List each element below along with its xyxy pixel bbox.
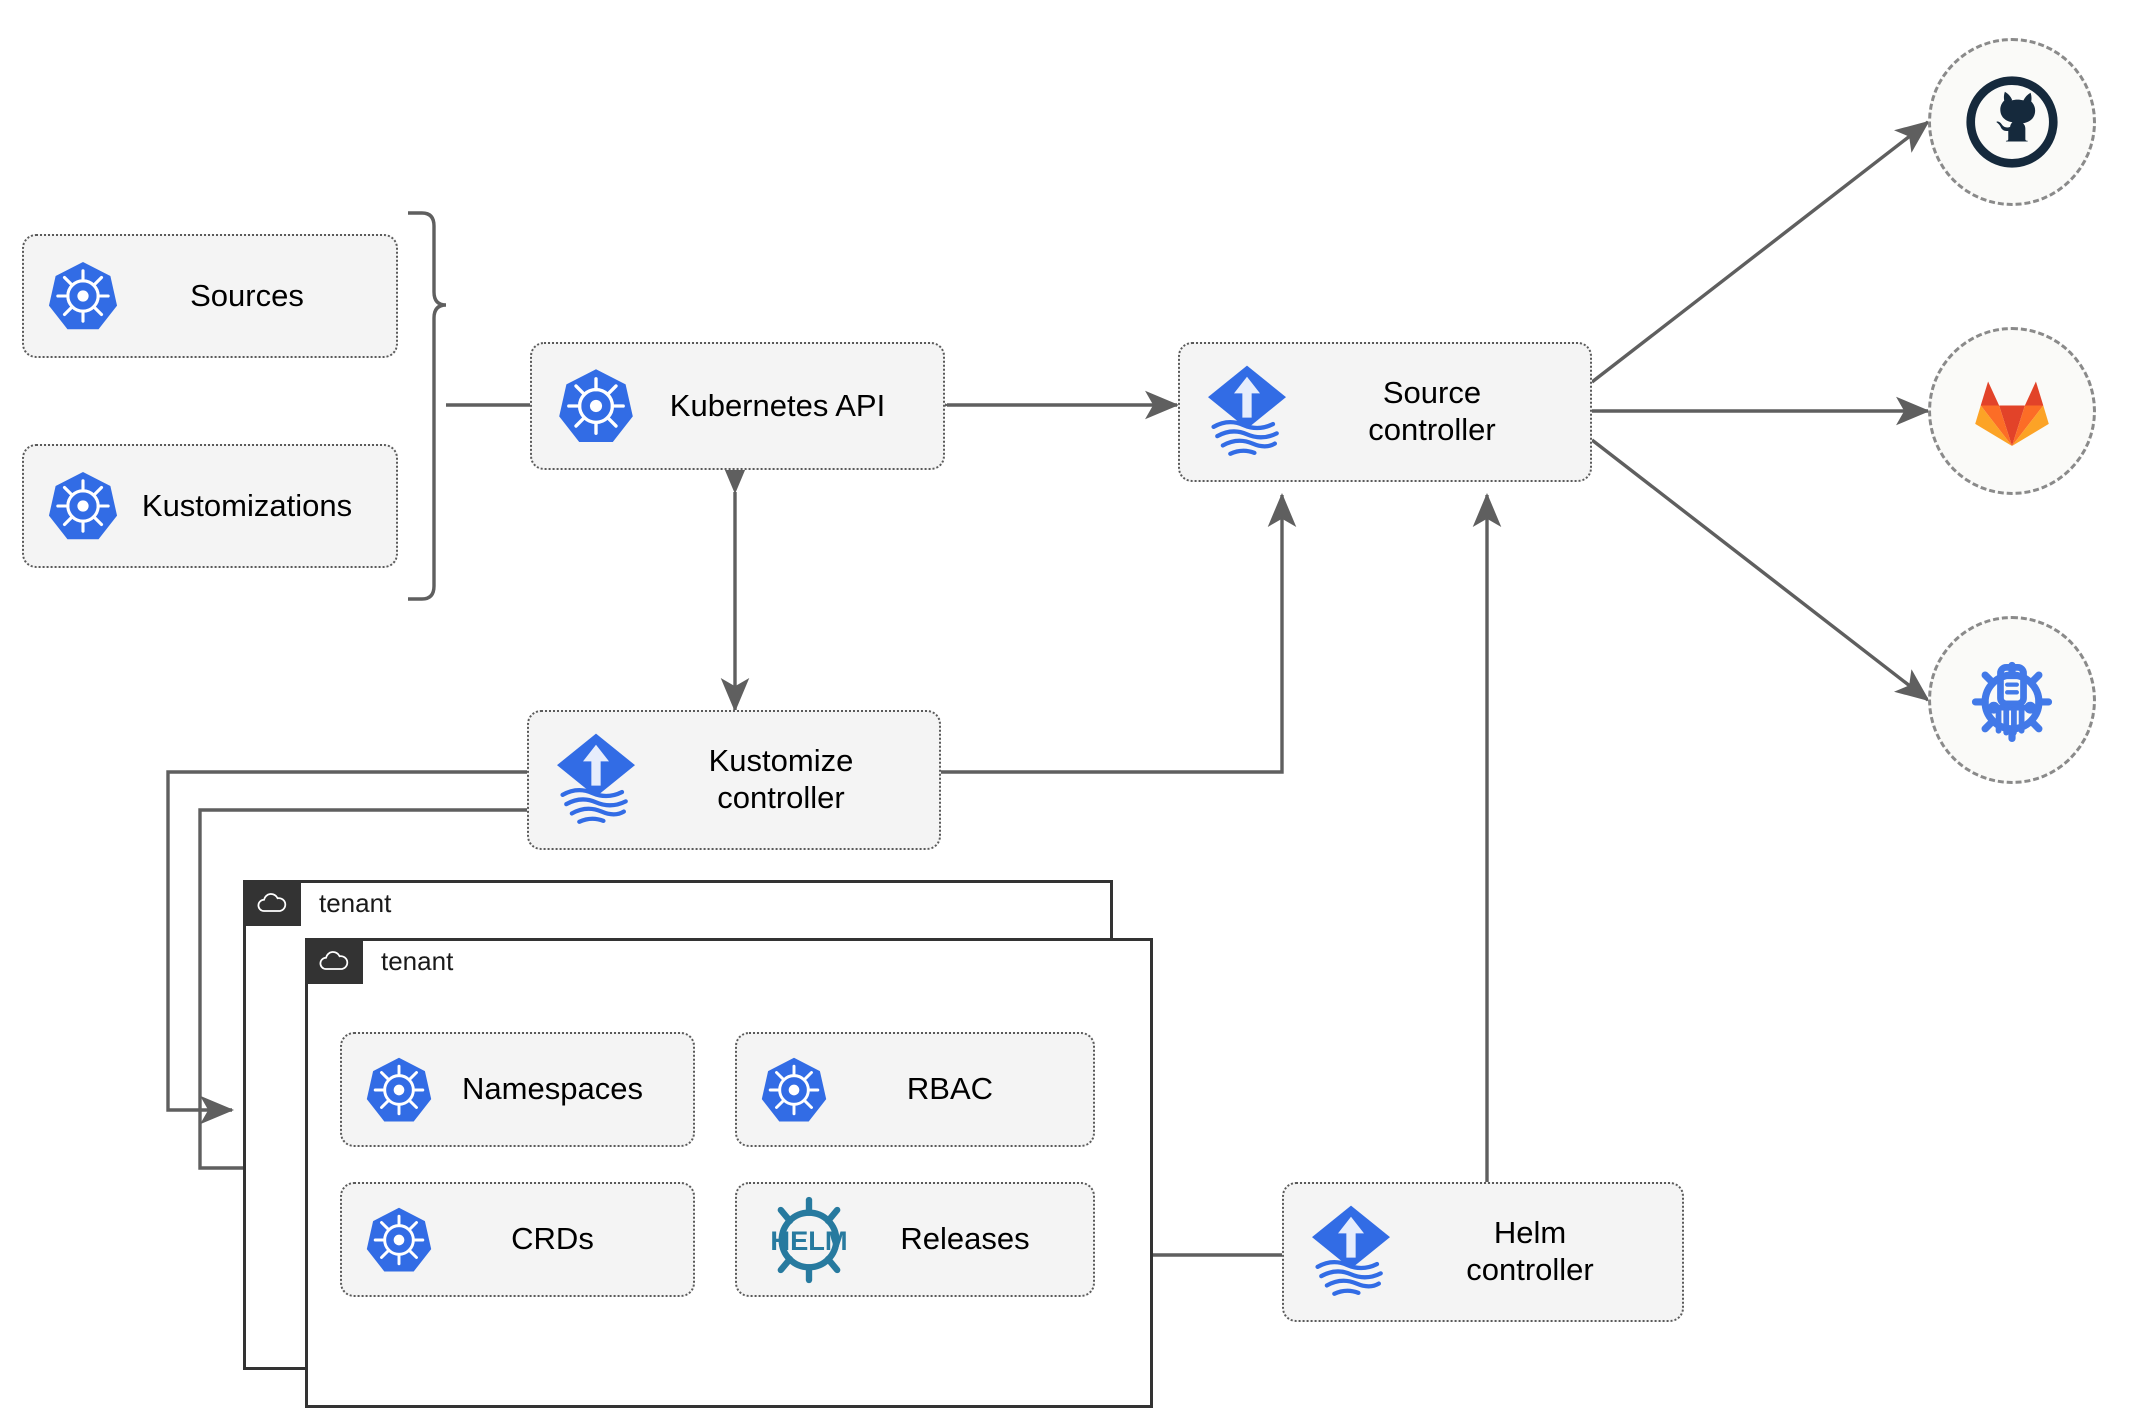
- node-label: Helm controller: [1466, 1215, 1594, 1287]
- node-namespaces[interactable]: Namespaces: [340, 1032, 695, 1147]
- node-helm-controller[interactable]: Helm controller: [1282, 1182, 1684, 1322]
- flux-icon: [549, 728, 643, 832]
- kubernetes-icon: [556, 366, 636, 446]
- node-crds[interactable]: CRDs: [340, 1182, 695, 1297]
- node-source-controller[interactable]: Source controller: [1178, 342, 1592, 482]
- kubernetes-icon: [364, 1205, 434, 1275]
- kubernetes-icon: [46, 259, 120, 333]
- service-helm-repository[interactable]: [1928, 616, 2096, 784]
- edge-source-to-helm-repository: [1590, 438, 1930, 702]
- node-kubernetes-api[interactable]: Kubernetes API: [530, 342, 945, 470]
- service-gitlab[interactable]: [1928, 327, 2096, 495]
- helm-wordmark: HELM: [770, 1225, 847, 1256]
- sources-group-bracket: [408, 211, 447, 601]
- edge-source-to-github: [1590, 120, 1930, 384]
- node-label: CRDs: [511, 1221, 594, 1257]
- kubernetes-icon: [759, 1055, 829, 1125]
- node-label: RBAC: [906, 1071, 994, 1107]
- flux-icon: [1200, 360, 1294, 464]
- node-label: Kubernetes API: [669, 387, 886, 423]
- node-label: Kustomize controller: [708, 743, 854, 815]
- node-kustomizations[interactable]: Kustomizations: [22, 444, 398, 568]
- node-releases[interactable]: HELM Releases: [735, 1182, 1095, 1297]
- cloud-icon: [243, 880, 301, 926]
- node-label: Source controller: [1368, 375, 1496, 447]
- node-label: Namespaces: [462, 1071, 643, 1107]
- tenant-header-inner: tenant: [305, 938, 453, 984]
- gitlab-icon: [1975, 381, 2049, 446]
- helm-repository-icon: [1971, 661, 2053, 742]
- tenant-frame-inner: [305, 938, 1153, 1408]
- node-label: Kustomizations: [141, 487, 353, 523]
- node-label: Sources: [190, 277, 304, 313]
- node-rbac[interactable]: RBAC: [735, 1032, 1095, 1147]
- service-github[interactable]: [1928, 38, 2096, 206]
- tenant-label: tenant: [381, 945, 454, 976]
- helm-icon: HELM: [759, 1194, 859, 1286]
- edge-kustomize-to-source: [940, 492, 1297, 774]
- github-icon: [1966, 76, 2058, 168]
- node-sources[interactable]: Sources: [22, 234, 398, 358]
- kubernetes-icon: [46, 469, 120, 543]
- tenant-header-outer: tenant: [243, 880, 391, 926]
- flux-icon: [1304, 1200, 1398, 1304]
- node-label: Releases: [900, 1221, 1030, 1257]
- node-kustomize-controller[interactable]: Kustomize controller: [527, 710, 941, 850]
- tenant-label: tenant: [319, 887, 392, 918]
- kubernetes-icon: [364, 1055, 434, 1125]
- cloud-icon: [305, 938, 363, 984]
